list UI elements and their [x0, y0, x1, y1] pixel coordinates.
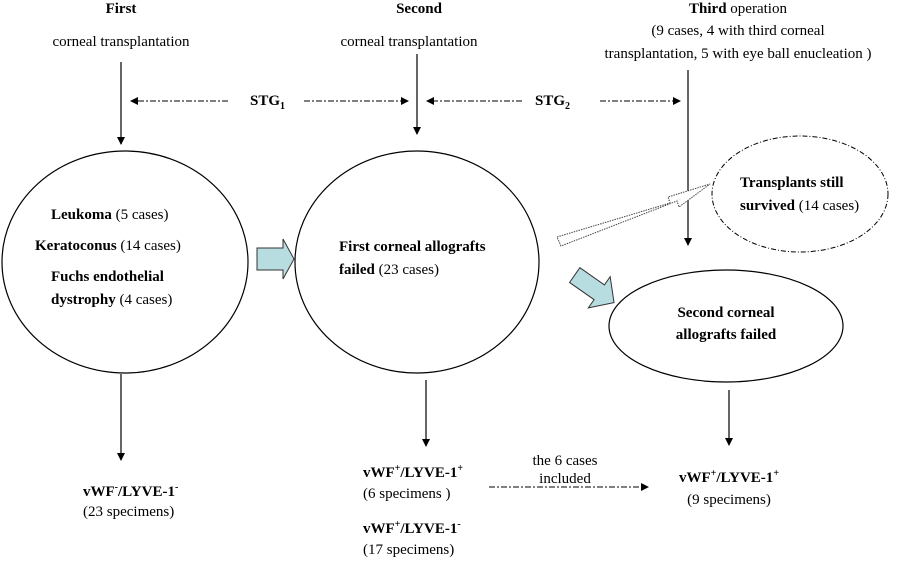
result-second-neg-count: (17 specimens) [363, 542, 455, 558]
block-arrow-right [256, 238, 295, 280]
second-failed-line1: Second corneal [677, 305, 775, 321]
diagnosis-keratoconus: Keratoconus (14 cases) [35, 238, 181, 254]
node-initial-diagnoses [1, 150, 249, 374]
stage-second-subtitle: corneal transplantation [340, 34, 478, 50]
survived-line1: Transplants still [740, 175, 844, 191]
stage-third-detail-1: (9 cases, 4 with third corneal [651, 23, 825, 39]
hollow-arrow-to-survived [556, 183, 711, 247]
block-arrow-down-right [568, 267, 615, 309]
stage-first-subtitle: corneal transplantation [52, 34, 190, 50]
result-first-count: (23 specimens) [83, 504, 175, 520]
node-first-failed [294, 150, 540, 374]
stage-first-title: First [105, 1, 137, 17]
result-third-marker: vWF+/LYVE-1+ [678, 468, 780, 487]
node-second-failed [608, 269, 844, 383]
link-label-line2: included [539, 471, 591, 487]
first-failed-line2: failed (23 cases) [339, 262, 439, 278]
first-failed-line1: First corneal allografts [339, 239, 486, 255]
stage-second-title: Second [396, 1, 442, 17]
second-failed-line2: allografts failed [675, 327, 777, 343]
stage-third-title: Third operation [689, 1, 787, 17]
stg2-label: STG2 [535, 93, 571, 112]
stg1-label: STG1 [250, 93, 286, 112]
result-second-pos-marker: vWF+/LYVE-1+ [363, 463, 464, 482]
diagnosis-leukoma: Leukoma (5 cases) [51, 207, 169, 223]
link-label-line1: the 6 cases [532, 453, 598, 469]
result-second-pos-count: (6 specimens ) [363, 486, 451, 502]
survived-line2: survived (14 cases) [740, 198, 860, 214]
diagnosis-fuchs-line1: Fuchs endothelial [51, 269, 164, 285]
result-first-marker: vWF-/LYVE-1- [83, 482, 179, 501]
result-second-neg-marker: vWF+/LYVE-1- [363, 519, 461, 538]
node-survived [711, 135, 889, 253]
diagnosis-fuchs-line2: dystrophy (4 cases) [51, 292, 173, 308]
result-third-count: (9 specimens) [687, 492, 771, 508]
stage-third-detail-2: transplantation, 5 with eye ball enuclea… [604, 46, 872, 62]
